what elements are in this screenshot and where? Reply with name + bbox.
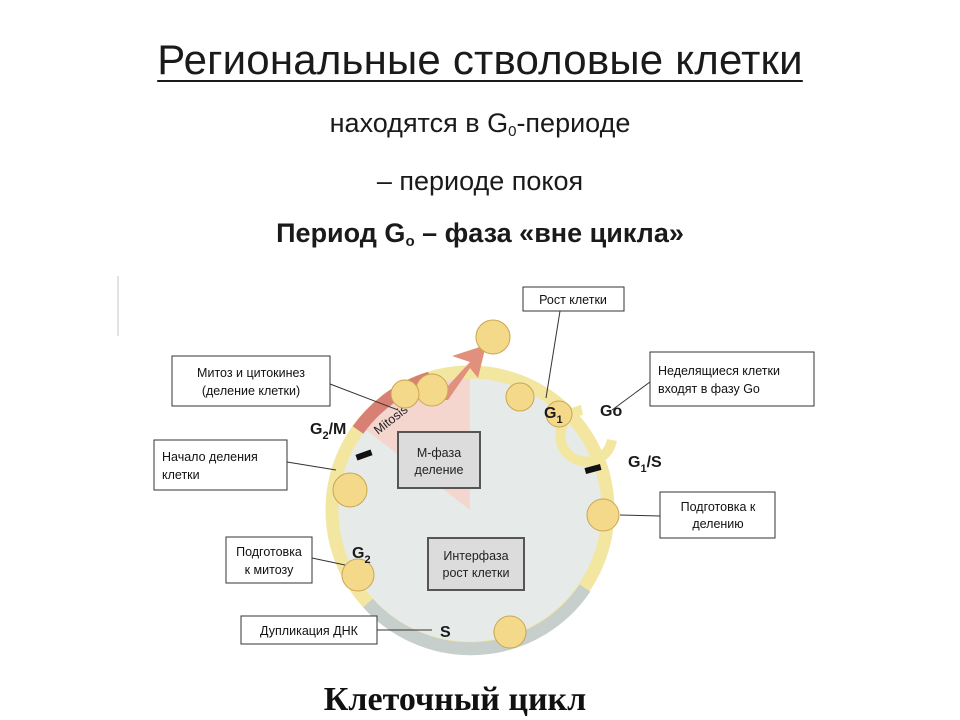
- callout-growth-text: Рост клетки: [539, 293, 607, 307]
- callout-start-division-line2: клетки: [162, 468, 200, 482]
- interphase-box: Интерфаза рост клетки: [427, 537, 525, 591]
- leader-growth: [545, 310, 561, 399]
- cell-start-division: [332, 472, 368, 508]
- bold-statement: Период Go – фаза «вне цикла»: [0, 218, 960, 249]
- g1s-checkpoint: [584, 464, 602, 474]
- label-g2m: G2/M: [310, 421, 346, 442]
- callout-nondividing: Неделящиеся клетки входят в фазу Go: [649, 351, 815, 407]
- diagram-caption: Клеточный цикл: [324, 681, 586, 718]
- slide-title: Региональные стволовые клетки: [157, 36, 803, 83]
- callout-mitosis-line1: Митоз и цитокинез: [197, 366, 305, 380]
- cell-g1-b: [545, 400, 573, 428]
- subtitle-g0-period: находятся в G0-периоде: [0, 108, 960, 139]
- label-s: S: [440, 624, 451, 641]
- cell-growth: [475, 319, 511, 355]
- subtitle-text-end: -периоде: [516, 108, 631, 138]
- callout-start-division-line1: Начало деления: [162, 450, 258, 464]
- leader-start-division: [286, 461, 337, 471]
- callout-dna-dup-text: Дупликация ДНК: [260, 624, 359, 638]
- cell-mitosis-a: [415, 373, 449, 407]
- callout-prep-mitosis: Подготовка к митозу: [225, 536, 313, 584]
- callout-nondividing-line2: входят в фазу Go: [658, 382, 760, 396]
- callout-growth: Рост клетки: [522, 286, 625, 312]
- cell-prep-division: [586, 498, 620, 532]
- subscript-o: o: [405, 233, 415, 250]
- interphase-title: Интерфаза: [443, 549, 508, 563]
- mphase-subtitle: деление: [415, 463, 464, 477]
- mphase-box: М-фаза деление: [397, 431, 481, 489]
- subscript-zero: 0: [508, 123, 517, 140]
- label-g2: G2: [352, 545, 371, 566]
- label-g1s: G1/S: [628, 454, 662, 475]
- mphase-title: М-фаза: [417, 446, 461, 460]
- subtitle-text: находятся в G: [329, 108, 509, 138]
- g2m-checkpoint: [355, 449, 373, 461]
- callout-nondividing-line1: Неделящиеся клетки: [658, 364, 780, 378]
- cell-prep-mitosis: [341, 558, 375, 592]
- callout-prep-division-line1: Подготовка к: [681, 500, 756, 514]
- interphase-subtitle: рост клетки: [443, 566, 510, 580]
- leader-prep-division: [619, 514, 661, 517]
- callout-prep-division: Подготовка к делению: [659, 491, 776, 539]
- callout-start-division: Начало деления клетки: [153, 439, 288, 491]
- callout-prep-mitosis-line1: Подготовка: [236, 545, 302, 559]
- label-go: Go: [600, 403, 622, 420]
- bold-text: Период G: [276, 218, 406, 248]
- callout-dna-dup: Дупликация ДНК: [240, 615, 378, 645]
- label-g1: G1: [544, 405, 563, 426]
- bold-text-end: – фаза «вне цикла»: [414, 218, 684, 248]
- cell-g1-a: [505, 382, 535, 412]
- subtitle-rest-period: – периоде покоя: [376, 166, 584, 196]
- leader-mitosis: [329, 383, 399, 411]
- callout-mitosis: Митоз и цитокинез (деление клетки): [171, 355, 331, 407]
- callout-prep-mitosis-line2: к митозу: [245, 563, 295, 577]
- callout-mitosis-line2: (деление клетки): [202, 384, 300, 398]
- s-phase-arc: [363, 584, 591, 656]
- cell-dna-dup: [493, 615, 527, 649]
- leader-prep-mitosis: [311, 557, 346, 566]
- cell-mitosis-b: [390, 379, 420, 409]
- callout-prep-division-line2: делению: [692, 517, 743, 531]
- leader-nondividing: [611, 381, 651, 411]
